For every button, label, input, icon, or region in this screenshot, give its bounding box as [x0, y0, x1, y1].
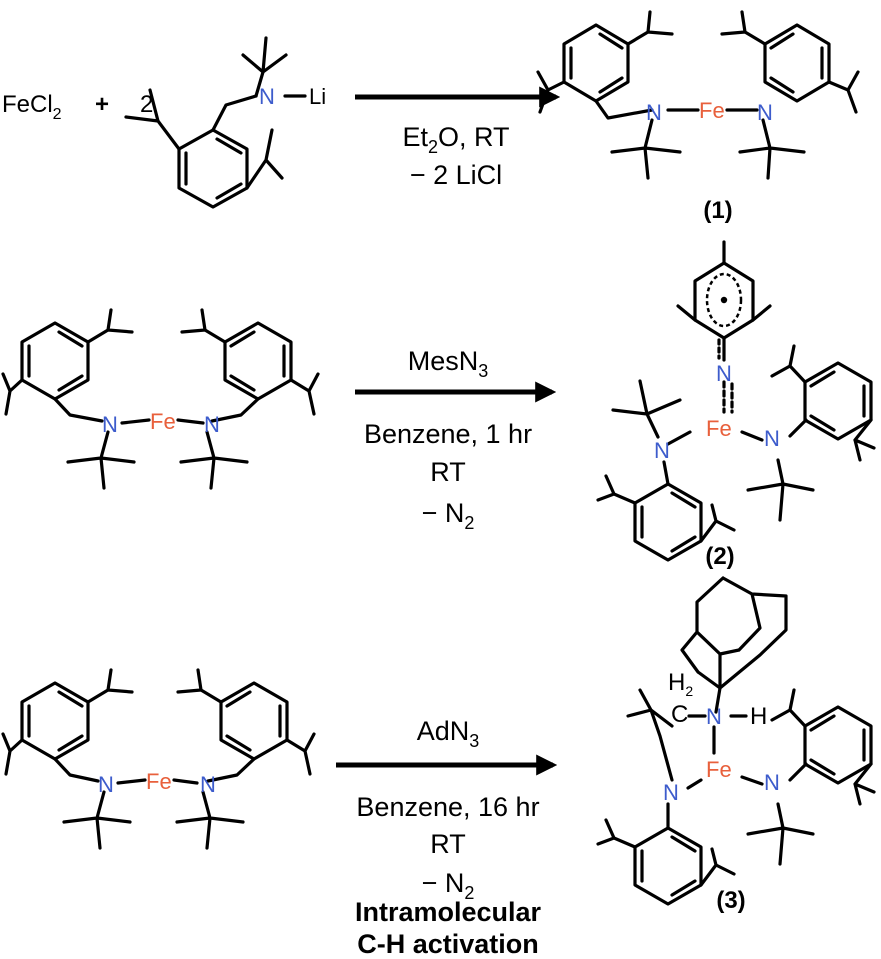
lithium-amide-structure: N Li	[124, 36, 326, 209]
fe-atom: Fe	[706, 757, 732, 782]
n-atom: N	[764, 426, 780, 451]
fe-atom: Fe	[699, 98, 725, 123]
product-2-structure: N Fe N N	[596, 240, 876, 562]
fe-atom: Fe	[150, 409, 176, 434]
ch2-label: H2	[668, 669, 693, 699]
conditions-2-line-3: − N2	[422, 498, 475, 533]
plus-sign: +	[95, 91, 109, 118]
reaction-2: N Fe N MesN3 Benzene, 1 hr RT − N2	[1, 240, 876, 570]
product-3-label: (3)	[716, 887, 745, 914]
n-atom: N	[200, 772, 216, 797]
n-atom: N	[757, 100, 773, 125]
reaction-1: FeCl2 + 2 N Li Et2O, RT − 2 LiCl	[2, 10, 860, 224]
reaction-3: N Fe N AdN3 Benzene, 16 hr RT − N2 Intra…	[1, 576, 876, 959]
n-atom: N	[102, 412, 118, 437]
product-1-structure: N Fe N	[536, 10, 860, 180]
n-atom: N	[663, 780, 679, 805]
conditions-3-line-1: Benzene, 16 hr	[356, 792, 539, 822]
product-2-label: (2)	[705, 543, 734, 570]
n-atom: N	[764, 770, 780, 795]
conditions-2-line-1: Benzene, 1 hr	[364, 419, 532, 449]
n-atom: N	[646, 100, 662, 125]
c-label: C	[671, 701, 688, 728]
conditions-2-reagent: MesN3	[408, 346, 489, 381]
product-1-label: (1)	[703, 197, 732, 224]
conditions-3-reagent: AdN3	[417, 716, 480, 751]
conditions-1-line-2: − 2 LiCl	[410, 160, 502, 190]
n-atom: N	[654, 438, 670, 463]
fecl2-label: FeCl2	[2, 91, 62, 123]
lithium-atom: Li	[309, 84, 326, 109]
nh-n-atom: N	[706, 704, 722, 729]
conditions-2-line-2: RT	[430, 457, 466, 487]
fe-atom: Fe	[146, 769, 172, 794]
amide-n-atom: N	[259, 84, 275, 109]
reactant-2-structure: N Fe N	[1, 308, 320, 490]
imido-n-atom: N	[716, 361, 732, 386]
n-atom: N	[98, 772, 114, 797]
conditions-3-line-3: − N2	[422, 868, 475, 903]
product-3-structure: H2 C H N Fe N N	[596, 576, 876, 906]
conditions-3-line-5: C-H activation	[357, 929, 539, 959]
conditions-3-line-4: Intramolecular	[355, 897, 542, 927]
nh-h-label: H	[750, 703, 767, 730]
fe-atom: Fe	[706, 416, 732, 441]
conditions-3-line-2: RT	[430, 829, 466, 859]
n-atom: N	[204, 412, 220, 437]
stoichiometry-2: 2	[140, 91, 153, 118]
conditions-1-line-1: Et2O, RT	[402, 122, 509, 157]
reactant-3-structure: N Fe N	[1, 668, 316, 850]
